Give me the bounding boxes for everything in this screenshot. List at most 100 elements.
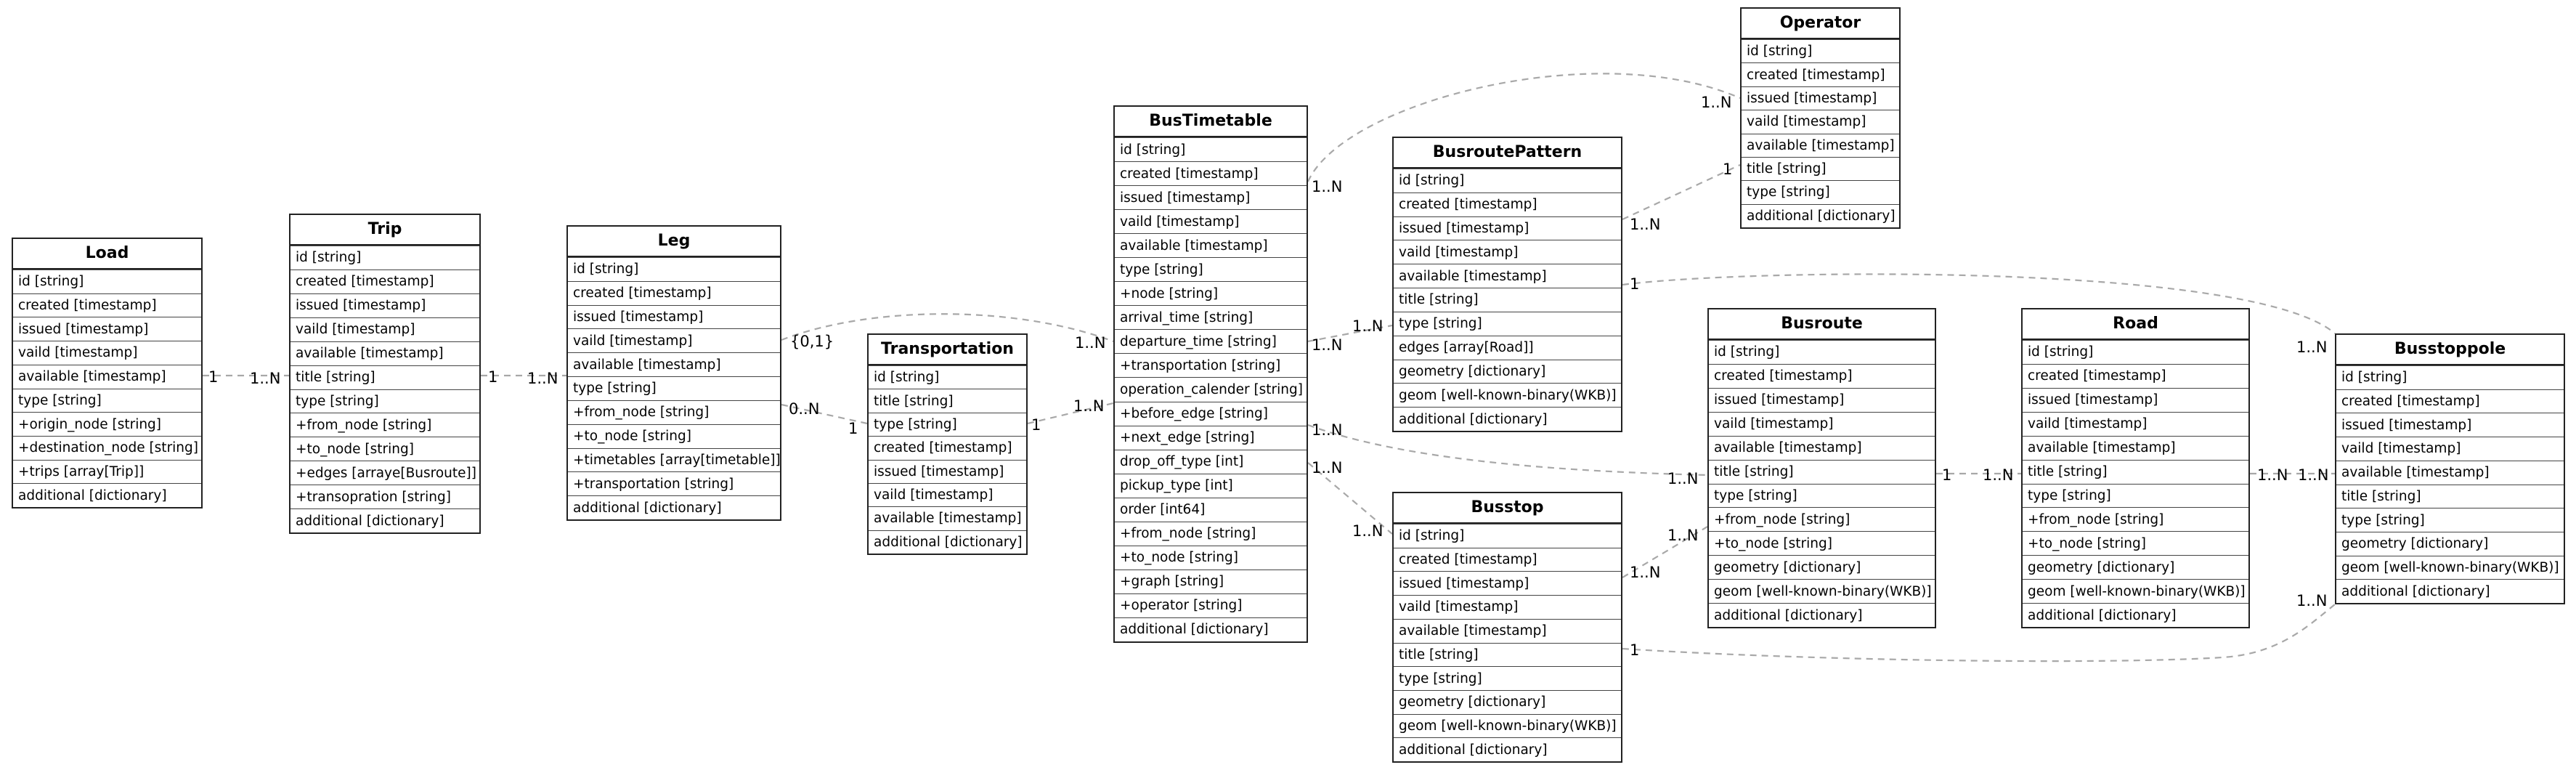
entity-field: id [string] xyxy=(1394,524,1621,548)
entity-field: +transportation [string] xyxy=(1115,353,1307,377)
entity-field: available [timestamp] xyxy=(1394,264,1621,288)
entity-field: available [timestamp] xyxy=(13,364,201,389)
entity-field: +destination_node [string] xyxy=(13,435,201,460)
entity-title: BusroutePattern xyxy=(1394,138,1621,169)
entity-field: +origin_node [string] xyxy=(13,412,201,436)
entity-field: geometry [dictionary] xyxy=(1709,555,1935,579)
entity-field: +from_node [string] xyxy=(1709,507,1935,531)
entity-field: vaild [timestamp] xyxy=(1394,595,1621,619)
entity-field: id [string] xyxy=(1394,169,1621,192)
entity-field: title [string] xyxy=(290,365,479,389)
entity-title: BusTimetable xyxy=(1115,107,1307,137)
entity-field: type [string] xyxy=(1115,257,1307,281)
entity-field: vaild [timestamp] xyxy=(1394,240,1621,264)
entity-field: issued [timestamp] xyxy=(1742,86,1899,110)
entity-field: +to_node [string] xyxy=(568,423,780,448)
entity-field: issued [timestamp] xyxy=(1709,387,1935,412)
entity-title: Trip xyxy=(290,215,479,246)
entity-title: Busroute xyxy=(1709,309,1935,340)
entity-field: additional [dictionary] xyxy=(13,483,201,507)
entity-field: drop_off_type [int] xyxy=(1115,449,1307,474)
entity-field: pickup_type [int] xyxy=(1115,473,1307,498)
cardinality-label-from: 1 xyxy=(1942,466,1951,484)
entity-field: type [string] xyxy=(1394,666,1621,690)
entity-field: title [string] xyxy=(1394,642,1621,667)
entity-field: +operator [string] xyxy=(1115,593,1307,617)
entity-field: available [timestamp] xyxy=(1709,435,1935,460)
cardinality-label-to: 1..N xyxy=(1075,334,1105,352)
entity-field: +edges [arraye[Busroute]] xyxy=(290,461,479,485)
entity-field: issued [timestamp] xyxy=(1394,216,1621,240)
entity-field: type [string] xyxy=(568,376,780,400)
entity-field: available [timestamp] xyxy=(2336,460,2564,485)
entity-field: geometry [dictionary] xyxy=(1394,359,1621,384)
entity-field: vaild [timestamp] xyxy=(568,328,780,352)
entity-field: created [timestamp] xyxy=(869,436,1026,459)
entity-field: +from_node [string] xyxy=(2023,507,2248,531)
entity-field: additional [dictionary] xyxy=(1709,603,1935,627)
entity-field: type [string] xyxy=(869,412,1026,436)
entity-field: operation_calender [string] xyxy=(1115,377,1307,401)
entity-field: geometry [dictionary] xyxy=(2336,531,2564,556)
entity-field: id [string] xyxy=(2023,340,2248,364)
entity-field: geom [well-known-binary(WKB)] xyxy=(2023,579,2248,603)
entity-field: +to_node [string] xyxy=(290,437,479,461)
entity-field: id [string] xyxy=(1115,137,1307,161)
entity-field: +to_node [string] xyxy=(1115,545,1307,570)
relation-line-leg-transportation xyxy=(781,403,868,425)
entity-field: vaild [timestamp] xyxy=(869,482,1026,506)
cardinality-label-from: 1..N xyxy=(1312,421,1342,439)
entity-field: id [string] xyxy=(290,246,479,270)
entity-field: arrival_time [string] xyxy=(1115,305,1307,329)
relation-line-transportation-bustimetable xyxy=(1027,402,1114,425)
entity-field: type [string] xyxy=(290,389,479,413)
entity-field: additional [dictionary] xyxy=(2336,579,2564,603)
entity-field: available [timestamp] xyxy=(2023,435,2248,460)
entity-field: created [timestamp] xyxy=(290,269,479,293)
entity-field: +from_node [string] xyxy=(290,413,479,437)
entity-field: departure_time [string] xyxy=(1115,329,1307,353)
entity-field: additional [dictionary] xyxy=(2023,603,2248,627)
cardinality-label-from: 1 xyxy=(1630,275,1639,293)
entity-field: available [timestamp] xyxy=(568,352,780,376)
entity-field: issued [timestamp] xyxy=(1394,571,1621,595)
entity-title: Busstop xyxy=(1394,493,1621,524)
entity-field: additional [dictionary] xyxy=(1115,617,1307,641)
entity-field: type [string] xyxy=(1394,311,1621,336)
entity-title: Transportation xyxy=(869,335,1026,365)
entity-field: additional [dictionary] xyxy=(869,530,1026,554)
entity-field: vaild [timestamp] xyxy=(1742,110,1899,133)
entity-field: +next_edge [string] xyxy=(1115,425,1307,450)
entity-field: available [timestamp] xyxy=(1742,133,1899,157)
cardinality-label-to: 1..N xyxy=(527,370,558,387)
entity-field: issued [timestamp] xyxy=(290,293,479,317)
entity-field: issued [timestamp] xyxy=(2023,387,2248,412)
cardinality-label-from: 1..N xyxy=(1312,459,1342,477)
entity-field: geom [well-known-binary(WKB)] xyxy=(1709,579,1935,603)
entity-field: id [string] xyxy=(2336,365,2564,389)
entity-field: order [int64] xyxy=(1115,497,1307,522)
entity-field: vaild [timestamp] xyxy=(290,317,479,341)
entity-field: +node [string] xyxy=(1115,281,1307,305)
entity-field: created [timestamp] xyxy=(1394,547,1621,572)
entity-title: Leg xyxy=(568,227,780,257)
entity-field: vaild [timestamp] xyxy=(13,341,201,365)
cardinality-label-from: 1 xyxy=(1630,641,1639,659)
cardinality-label-to: 1..N xyxy=(250,370,280,387)
relation-line-busstop-busroute xyxy=(1622,526,1708,578)
entity-field: geom [well-known-binary(WKB)] xyxy=(1394,713,1621,738)
cardinality-label-from: 1..N xyxy=(1312,178,1342,195)
